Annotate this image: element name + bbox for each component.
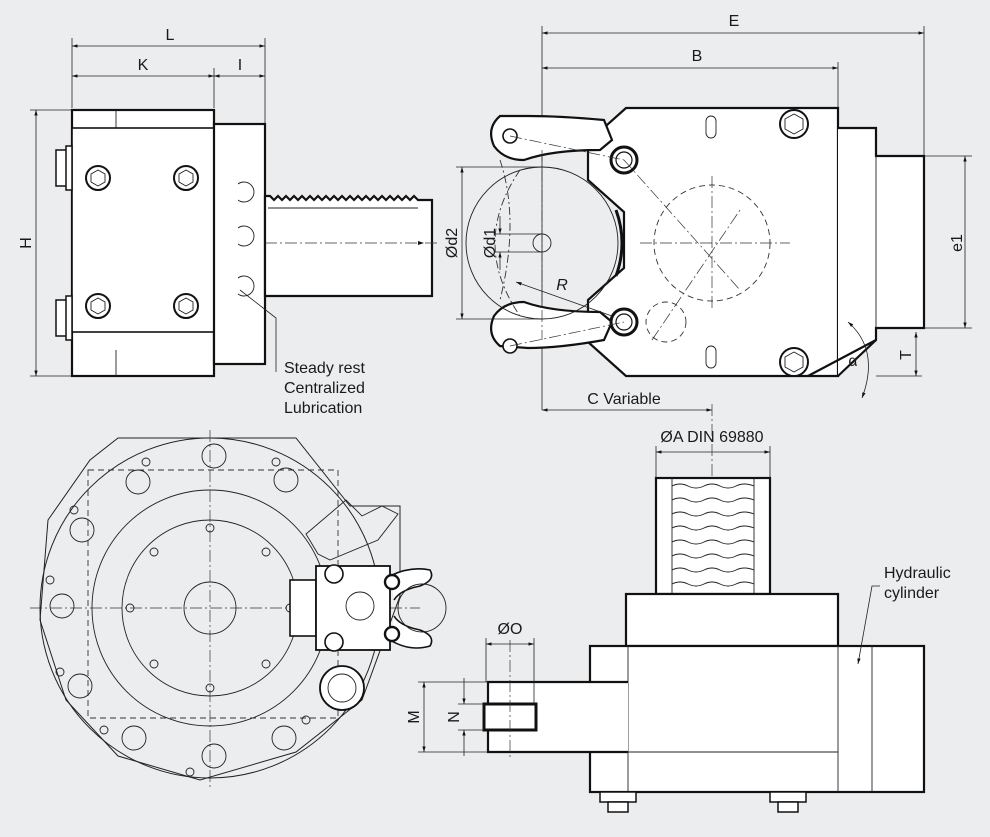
dim-O-label: ØO [498, 621, 523, 638]
dim-H-label: H [18, 237, 35, 249]
dim-E-label: E [729, 13, 740, 30]
dim-d2-label: Ød2 [444, 228, 461, 258]
din-shank [654, 476, 772, 596]
steady-rest-line-2: Centralized [284, 380, 365, 397]
front-view: E B [444, 13, 972, 412]
cap-screw-icon [85, 165, 199, 319]
lower-jaw [489, 300, 614, 350]
dim-L-label: L [166, 27, 175, 44]
cylinder-block [837, 126, 926, 377]
main-block [588, 644, 926, 794]
turret-view [30, 430, 447, 790]
dim-R-label: R [556, 277, 568, 294]
dim-N-label: N [446, 711, 463, 723]
dim-e1-label: e1 [949, 234, 966, 252]
top-view: ØA DIN 69880 [406, 404, 926, 813]
dim-M-label: M [406, 710, 423, 723]
steady-rest-line-3: Lubrication [284, 400, 362, 417]
dim-d1-label: Ød1 [482, 228, 499, 258]
mounting-hole-icon [45, 457, 311, 777]
dim-C-label: C Variable [587, 391, 661, 408]
front-block [212, 122, 267, 366]
upper-block [624, 592, 840, 648]
dim-K-label: K [138, 57, 149, 74]
steady-rest-line-1: Steady rest [284, 360, 365, 377]
upper-jaw [489, 114, 614, 162]
foot-bolt-icon [599, 791, 807, 813]
serrated-shank [263, 194, 434, 298]
steady-rest-note: Steady rest Centralized Lubrication [284, 360, 365, 417]
tool-pocket-icon [49, 443, 299, 769]
dim-B-label: B [692, 48, 703, 65]
hydraulic-note: Hydraulic cylinder [884, 565, 951, 602]
side-view: L K I H [18, 27, 440, 378]
dim-T-label: T [898, 350, 915, 360]
hydraulic-line-2: cylinder [884, 585, 940, 602]
hex-bolt-icon [779, 109, 809, 377]
hydraulic-line-1: Hydraulic [884, 565, 951, 582]
dim-alpha-label: α [848, 353, 857, 370]
dim-I-label: I [238, 57, 242, 74]
dim-A-label: ØA DIN 69880 [660, 429, 763, 446]
